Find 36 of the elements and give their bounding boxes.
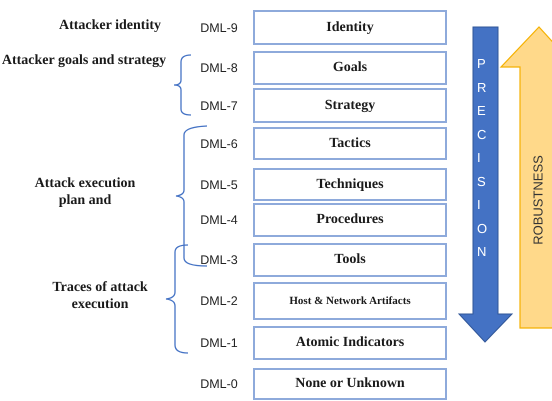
level-box [253,326,447,360]
level-box [253,88,447,123]
group-label: Attacker goals and strategy [0,53,168,70]
level-box [253,368,447,400]
level-box [253,168,447,201]
arrow-label: ROBUSTNESS [530,155,546,245]
level-code: DML-3 [199,253,239,267]
level-code: DML-7 [199,98,239,112]
level-name: Atomic Indicators [296,335,404,351]
level-name: None or Unknown [295,376,405,392]
level-code: DML-6 [199,136,239,150]
level-box [253,10,447,45]
level-name: Procedures [316,212,384,228]
level-name: Identity [326,20,374,36]
group-label: Traces of attack execution [51,280,149,314]
arrow-label: PRECISION [477,55,490,261]
level-box [253,127,447,160]
level-box [253,282,447,320]
group-label: Attack execution plan and [34,176,136,210]
level-name: Host & Network Artifacts [289,295,411,307]
level-code: DML-1 [199,336,239,350]
level-code: DML-9 [199,20,239,34]
level-name: Strategy [324,98,376,114]
level-name: Tools [334,252,366,268]
level-name: Tactics [329,136,371,152]
level-code: DML-0 [199,377,239,391]
level-box [253,51,447,85]
level-box [253,203,447,237]
level-code: DML-4 [199,213,239,227]
level-code: DML-8 [199,61,239,75]
group-label: Attacker identity [58,18,162,35]
level-code: DML-5 [199,178,239,192]
level-name: Goals [332,60,368,76]
level-code: DML-2 [199,294,239,308]
level-box [253,243,447,277]
level-name: Techniques [316,176,384,192]
